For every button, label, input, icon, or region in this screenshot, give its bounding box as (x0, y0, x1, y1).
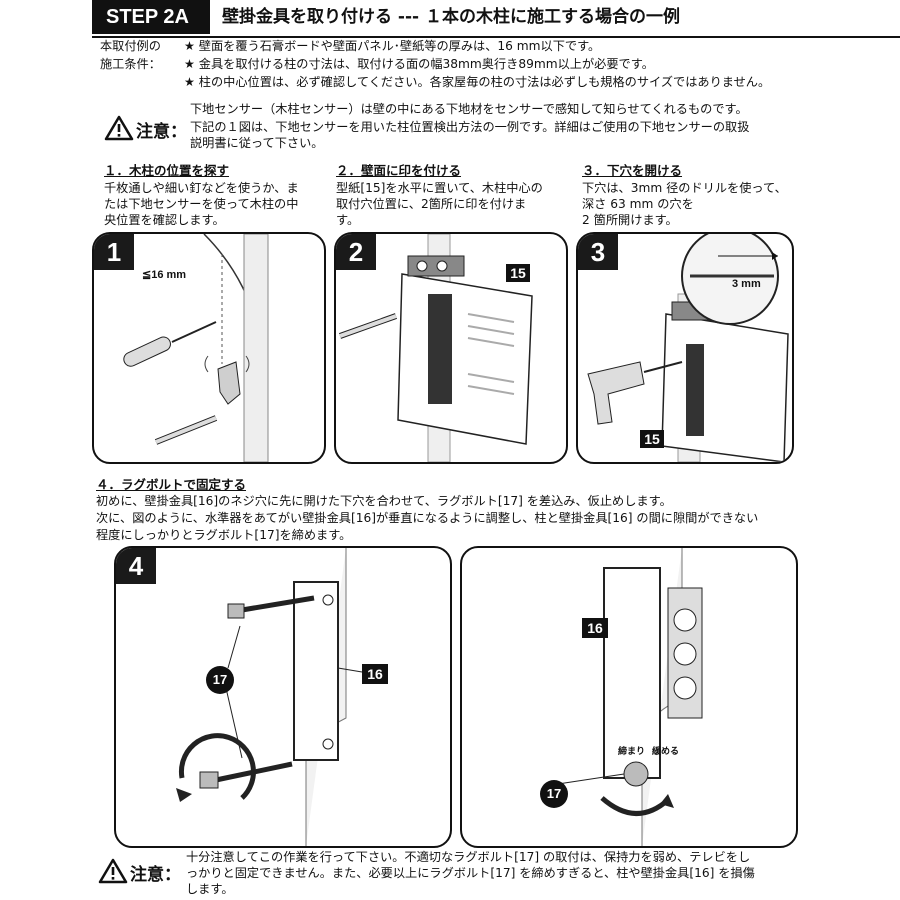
caution-line: します。 (186, 882, 234, 896)
part-label-15: 15 (640, 430, 664, 448)
condition-item: ★ 壁面を覆う石膏ボードや壁面パネル･壁紙等の厚みは、16 mm以下です。 (184, 39, 601, 53)
step-1-text: たは下地センサーを使って木柱の中 (104, 197, 299, 211)
step-1-text: 千枚通しや細い釘などを使うか、ま (104, 181, 299, 195)
figure-panel-4-right: 16 17 締まり 緩める (460, 546, 798, 848)
tighten-label: 締まり (618, 746, 646, 756)
part-label-16: 16 (582, 618, 608, 638)
step-4-text: 程度にしっかりとラグボルト[17]を締めます。 (96, 528, 352, 542)
rotate-arrow-icon (600, 796, 670, 816)
step-4-text: 初めに、壁掛金具[16]のネジ穴に先に開けた下穴を合わせて、ラグボルト[17] … (96, 494, 672, 508)
step-4-text: 次に、図のように、水準器をあてがい壁掛金具[16]が垂直になるように調整し、柱と… (96, 511, 759, 525)
step-3-text: 2 箇所開けます。 (582, 213, 678, 227)
step-2-heading: ２．壁面に印を付ける (336, 163, 462, 178)
condition-item: ★ 金具を取付ける柱の寸法は、取付ける面の幅38mm奥行き89mm以上が必要です… (184, 57, 654, 71)
figure-number: 1 (94, 234, 134, 270)
step-label: STEP 2A (92, 0, 210, 34)
warning-icon (98, 858, 128, 884)
step-2-text: 型紙[15]を水平に置いて、木柱中心の (336, 181, 543, 195)
step-3-text: 下穴は、3mm 径のドリルを使って、 (582, 181, 787, 195)
part-label-15: 15 (506, 264, 530, 282)
figure-number: 3 (578, 234, 618, 270)
part-label-16: 16 (362, 664, 388, 684)
lag-bolt-icon (623, 761, 649, 787)
caution-line: 下地センサー（木柱センサー）は壁の中にある下地材をセンサーで感知して知らせてくれ… (190, 102, 748, 116)
drill-icon (587, 361, 683, 425)
condition-item: ★ 柱の中心位置は、必ず確認してください。各家屋毎の柱の寸法は必ずしも規格のサイ… (184, 75, 771, 89)
stud-sensor-icon (204, 355, 250, 405)
figure-panel-1: 1 ≦16 mm (92, 232, 326, 464)
detail-magnifier (681, 234, 779, 325)
lag-bolt-icon (199, 761, 293, 789)
step-1-heading: １．木柱の位置を探す (104, 163, 230, 178)
step-3-text: 深さ 63 mm の穴を (582, 197, 694, 211)
thickness-annotation: ≦16 mm (142, 269, 187, 281)
rotate-arrow-icon (178, 733, 256, 800)
caution-line: 十分注意してこの作業を行って下さい。不適切なラグボルト[17] の取付は、保持力… (186, 850, 751, 864)
step-2-text: 取付穴位置に、2箇所に印を付けま (336, 197, 527, 211)
pencil-icon (154, 415, 218, 445)
loosen-label: 緩める (652, 746, 680, 756)
hole-diameter-label: 3 mm (732, 278, 761, 290)
page-title: 壁掛金具を取り付ける --- １本の木柱に施工する場合の一例 (222, 7, 681, 27)
figure-number: 4 (116, 548, 156, 584)
step-4-heading: ４．ラグボルトで固定する (96, 477, 247, 492)
part-label-17: 17 (540, 780, 568, 808)
step-1-text: 央位置を確認します。 (104, 213, 225, 227)
bracket-install-illustration (176, 548, 363, 846)
step-2-text: す。 (336, 213, 360, 227)
part-label-17: 17 (206, 666, 234, 694)
pencil-icon (338, 313, 398, 339)
figure-panel-4-left: 4 17 16 (114, 546, 452, 848)
drilling-illustration (587, 234, 789, 462)
warning-icon (104, 115, 134, 141)
stud-finder-illustration (123, 234, 269, 462)
lag-bolt-icon (227, 595, 315, 619)
header-bar (92, 0, 900, 38)
bracket-level-illustration (557, 548, 703, 846)
figure-number: 2 (336, 234, 376, 270)
caution-line: っかりと固定できません。また、必要以上にラグボルト[17] を締めすぎると、柱や… (186, 866, 755, 880)
caution-line: 下記の１図は、下地センサーを用いた柱位置検出方法の一例です。詳細はご使用の下地セ… (190, 120, 750, 134)
template-illustration (338, 234, 533, 462)
wall-bracket (293, 581, 339, 761)
caution-label: 注意： (136, 122, 187, 142)
awl-icon (123, 321, 217, 367)
conditions-label-1: 本取付例の (100, 39, 161, 53)
figure-panel-2: 2 15 (334, 232, 568, 464)
step-3-heading: ３．下穴を開ける (582, 163, 683, 178)
conditions-label-2: 施工条件： (100, 57, 161, 71)
caution-label: 注意： (130, 865, 181, 885)
caution-line: 説明書に従って下さい。 (190, 136, 324, 150)
